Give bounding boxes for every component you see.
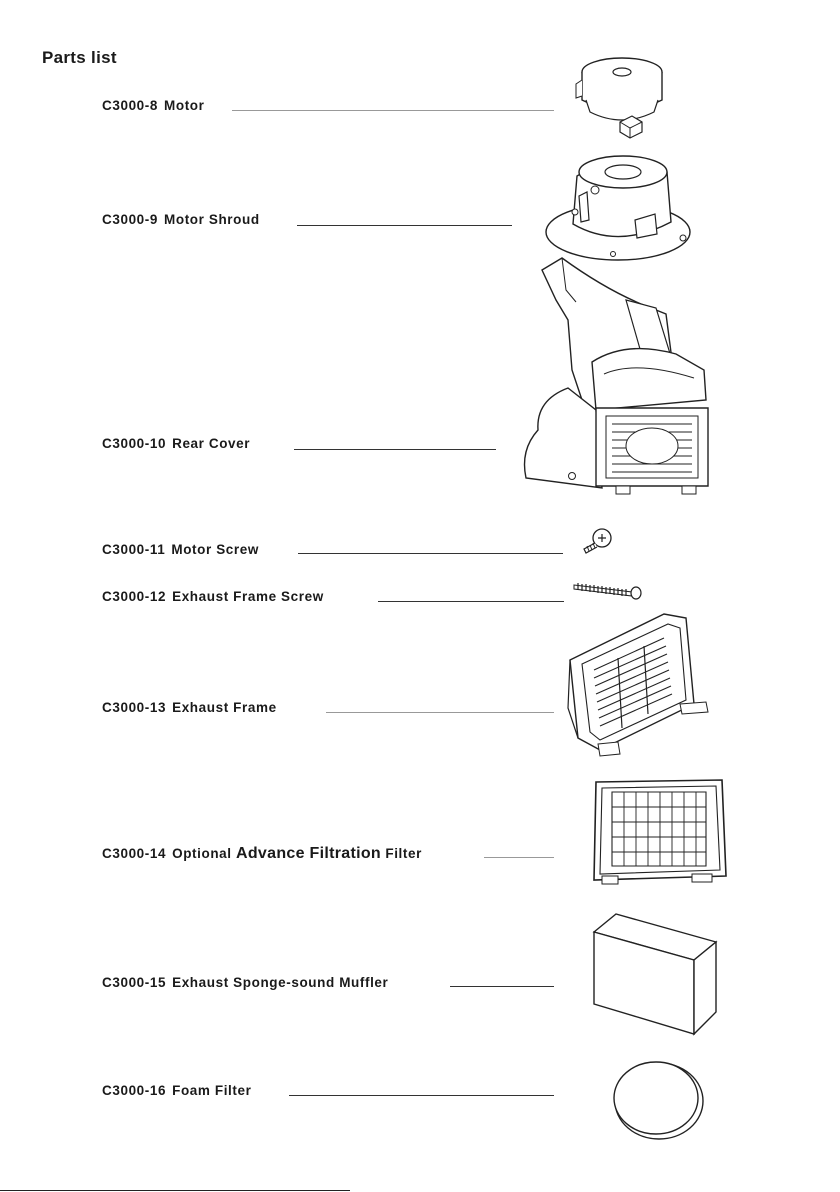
part-label-motor: C3000-8 Motor [102,98,205,114]
part-label-rear-cover: C3000-10 Rear Cover [102,436,250,452]
part-code: C3000-14 [102,846,166,861]
leader-line [232,110,554,111]
part-label-advance-filtration-filter: C3000-14 Optional Advance Filtration Filt… [102,846,422,862]
motor-screw-illustration [580,527,614,555]
part-code: C3000-15 [102,975,166,990]
leader-line [450,986,554,987]
part-name: Rear Cover [172,436,250,451]
foam-filter-illustration [610,1058,706,1142]
part-name-prefix: Optional [172,846,232,861]
part-name: Exhaust Frame Screw [172,589,324,604]
exhaust-sponge-muffler-illustration [592,912,720,1036]
part-name-emphasis: Advance Filtration [236,845,381,862]
leader-line [289,1095,554,1096]
motor-illustration [572,50,672,142]
leader-line [326,712,554,713]
leader-line [297,225,512,226]
leader-line [298,553,563,554]
part-code: C3000-11 [102,542,165,557]
part-name: Exhaust Frame [172,700,277,715]
page-title: Parts list [42,48,117,68]
exhaust-frame-screw-illustration [572,580,644,600]
footer-rule [0,1190,350,1191]
leader-line [484,857,554,858]
part-code: C3000-13 [102,700,166,715]
part-label-exhaust-frame-screw: C3000-12 Exhaust Frame Screw [102,589,324,605]
part-label-motor-screw: C3000-11 Motor Screw [102,542,259,558]
part-name: Motor [164,98,205,113]
motor-shroud-illustration [543,150,693,264]
part-name: Foam Filter [172,1083,251,1098]
leader-line [294,449,496,450]
part-code: C3000-12 [102,589,166,604]
part-name: Motor Shroud [164,212,260,227]
part-name: Motor Screw [171,542,259,557]
exhaust-frame-illustration [564,608,714,758]
part-name: Exhaust Sponge-sound Muffler [172,975,388,990]
part-code: C3000-10 [102,436,166,451]
leader-line [378,601,564,602]
part-code: C3000-9 [102,212,158,227]
part-label-foam-filter: C3000-16 Foam Filter [102,1083,251,1099]
part-label-exhaust-frame: C3000-13 Exhaust Frame [102,700,277,716]
part-code: C3000-16 [102,1083,166,1098]
part-label-motor-shroud: C3000-9 Motor Shroud [102,212,260,228]
advance-filtration-filter-illustration [588,776,728,886]
part-label-exhaust-sponge-muffler: C3000-15 Exhaust Sponge-sound Muffler [102,975,388,991]
rear-cover-illustration [516,250,716,496]
part-code: C3000-8 [102,98,158,113]
part-name-suffix: Filter [385,846,422,861]
